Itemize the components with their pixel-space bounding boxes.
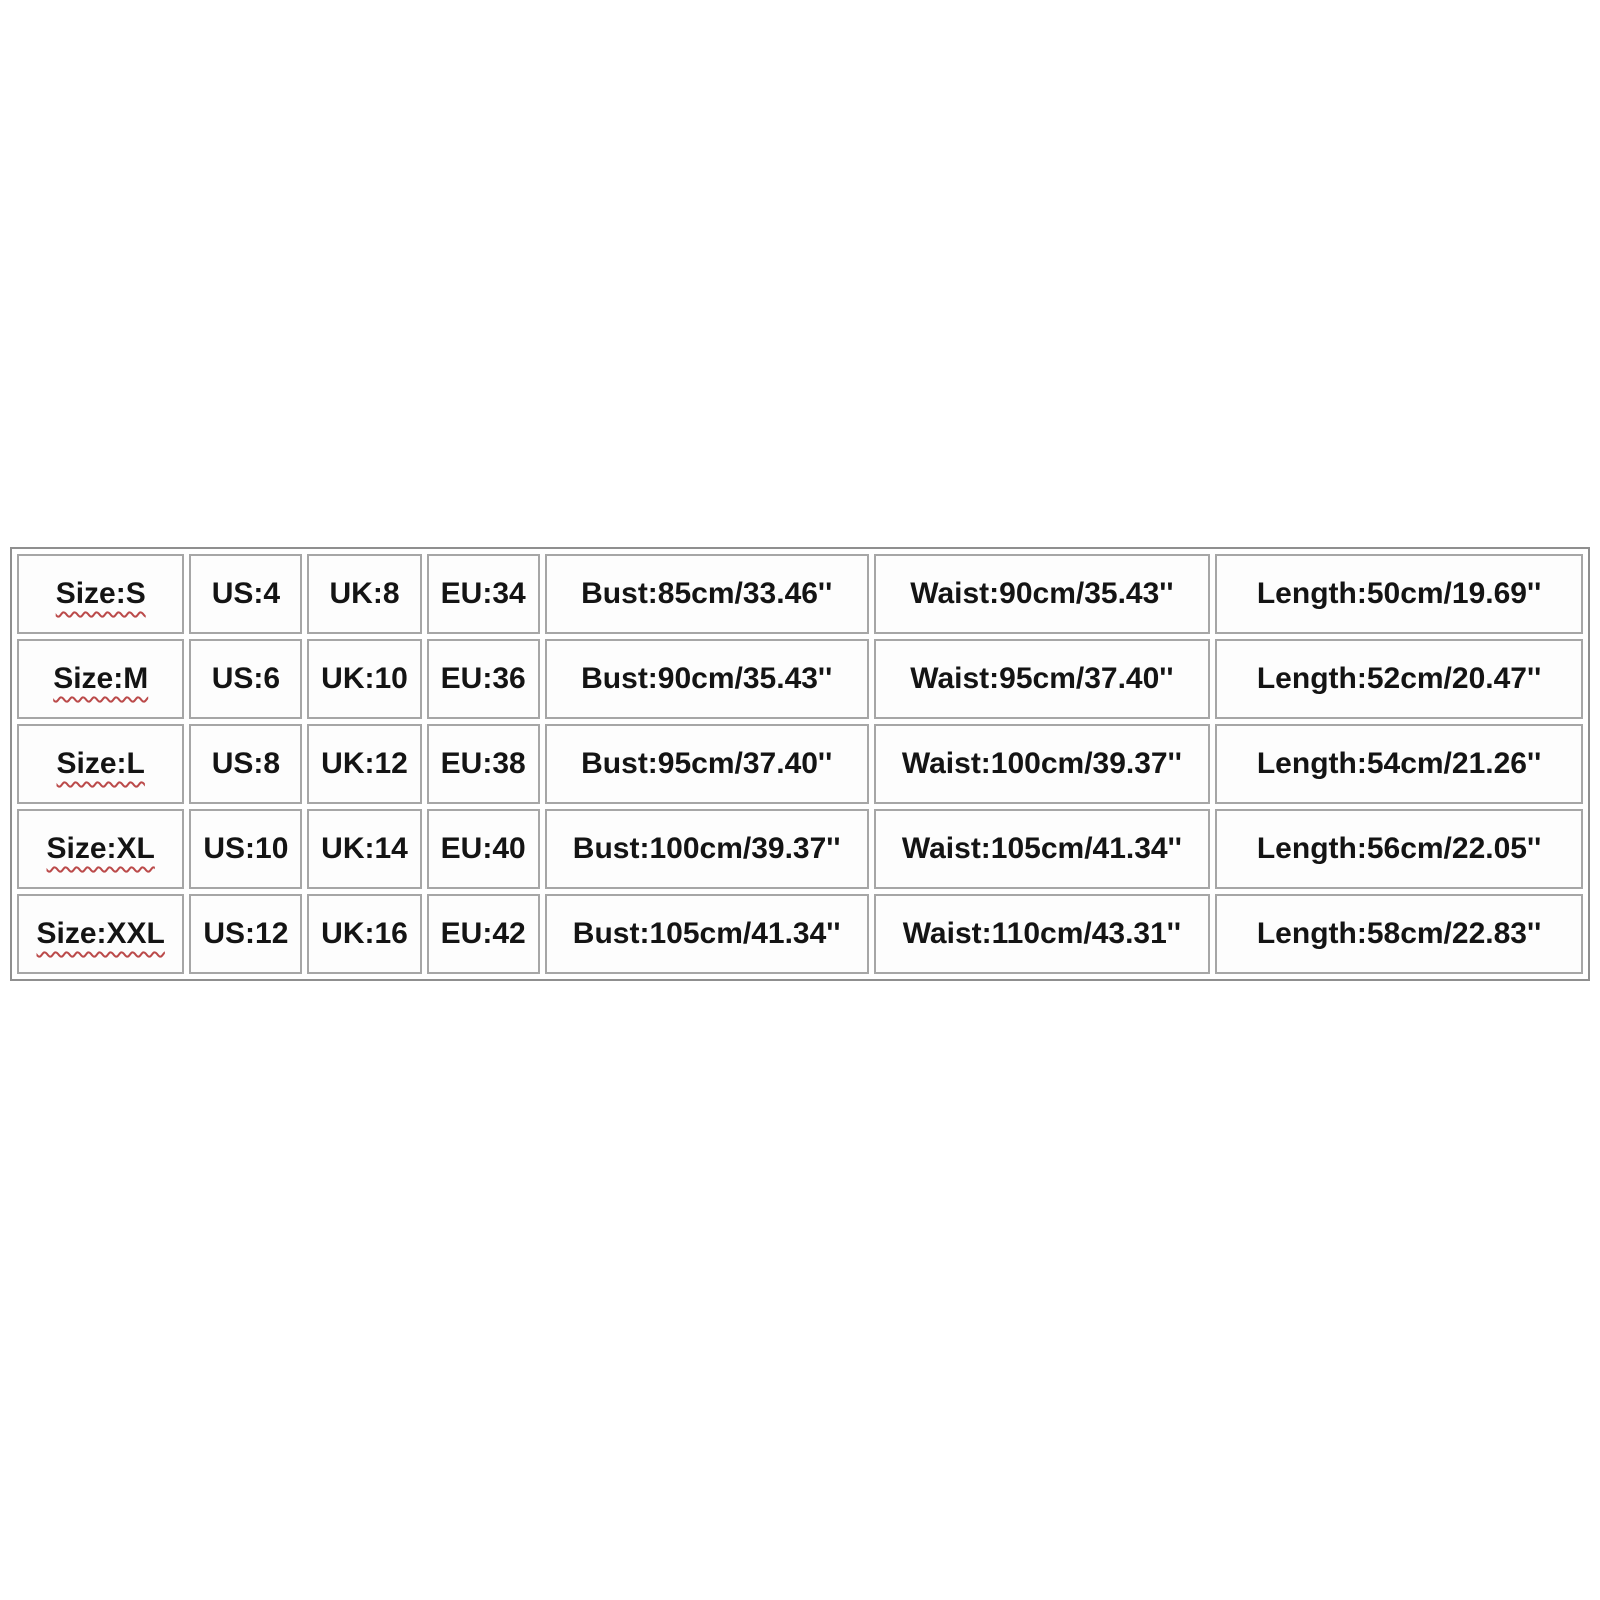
length-value: Length:56cm/22.05''	[1256, 832, 1542, 865]
cell-size: Size:M	[17, 639, 185, 719]
bust-value: Bust:100cm/39.37''	[572, 832, 841, 865]
uk-value: UK:8	[329, 577, 400, 610]
cell-waist: Waist:90cm/35.43''	[873, 554, 1211, 634]
size-label: Size:S	[55, 577, 146, 610]
table-row: Size:M US:6 UK:10 EU:36 Bust:90cm/35.43'' Wai…	[17, 639, 1583, 719]
us-value: US:10	[203, 832, 289, 865]
us-value: US:4	[211, 577, 281, 610]
us-value: US:12	[203, 917, 289, 950]
cell-eu: EU:36	[426, 639, 540, 719]
cell-bust: Bust:100cm/39.37''	[544, 809, 869, 889]
length-value: Length:54cm/21.26''	[1256, 747, 1542, 780]
length-value: Length:58cm/22.83''	[1256, 917, 1542, 950]
cell-uk: UK:16	[307, 894, 422, 974]
cell-us: US:12	[189, 894, 303, 974]
cell-bust: Bust:85cm/33.46''	[544, 554, 869, 634]
cell-uk: UK:8	[307, 554, 422, 634]
cell-size: Size:XXL	[17, 894, 185, 974]
size-label: Size:XXL	[36, 917, 165, 950]
cell-waist: Waist:110cm/43.31''	[873, 894, 1211, 974]
eu-value: EU:42	[440, 917, 526, 950]
size-label: Size:XL	[46, 832, 155, 865]
bust-value: Bust:85cm/33.46''	[581, 577, 833, 610]
cell-waist: Waist:95cm/37.40''	[873, 639, 1211, 719]
cell-eu: EU:42	[426, 894, 540, 974]
bust-value: Bust:95cm/37.40''	[581, 747, 833, 780]
us-value: US:6	[211, 662, 281, 695]
eu-value: EU:34	[440, 577, 526, 610]
size-chart-table: Size:S US:4 UK:8 EU:34 Bust:85cm/33.46'' Wais…	[10, 547, 1590, 981]
eu-value: EU:40	[440, 832, 526, 865]
cell-length: Length:58cm/22.83''	[1215, 894, 1583, 974]
uk-value: UK:14	[321, 832, 408, 865]
cell-bust: Bust:95cm/37.40''	[544, 724, 869, 804]
table-row: Size:S US:4 UK:8 EU:34 Bust:85cm/33.46'' Wais…	[17, 554, 1583, 634]
uk-value: UK:12	[321, 747, 408, 780]
cell-bust: Bust:105cm/41.34''	[544, 894, 869, 974]
table-row: Size:L US:8 UK:12 EU:38 Bust:95cm/37.40'' Wai…	[17, 724, 1583, 804]
cell-size: Size:L	[17, 724, 185, 804]
size-table-body: Size:S US:4 UK:8 EU:34 Bust:85cm/33.46'' Wais…	[17, 554, 1583, 974]
table-row: Size:XL US:10 UK:14 EU:40 Bust:100cm/39.37''…	[17, 809, 1583, 889]
size-label: Size:M	[53, 662, 149, 695]
eu-value: EU:38	[440, 747, 526, 780]
cell-uk: UK:10	[307, 639, 422, 719]
cell-us: US:6	[189, 639, 303, 719]
cell-us: US:4	[189, 554, 303, 634]
length-value: Length:52cm/20.47''	[1256, 662, 1542, 695]
cell-size: Size:S	[17, 554, 185, 634]
waist-value: Waist:110cm/43.31''	[902, 917, 1182, 950]
length-value: Length:50cm/19.69''	[1256, 577, 1542, 610]
cell-us: US:8	[189, 724, 303, 804]
cell-length: Length:56cm/22.05''	[1215, 809, 1583, 889]
cell-length: Length:54cm/21.26''	[1215, 724, 1583, 804]
cell-waist: Waist:100cm/39.37''	[873, 724, 1211, 804]
cell-waist: Waist:105cm/41.34''	[873, 809, 1211, 889]
bust-value: Bust:105cm/41.34''	[572, 917, 841, 950]
table-row: Size:XXL US:12 UK:16 EU:42 Bust:105cm/41.34'…	[17, 894, 1583, 974]
cell-bust: Bust:90cm/35.43''	[544, 639, 869, 719]
eu-value: EU:36	[440, 662, 526, 695]
waist-value: Waist:95cm/37.40''	[910, 662, 1174, 695]
cell-size: Size:XL	[17, 809, 185, 889]
waist-value: Waist:105cm/41.34''	[901, 832, 1182, 865]
cell-length: Length:52cm/20.47''	[1215, 639, 1583, 719]
waist-value: Waist:100cm/39.37''	[901, 747, 1182, 780]
bust-value: Bust:90cm/35.43''	[581, 662, 833, 695]
waist-value: Waist:90cm/35.43''	[910, 577, 1174, 610]
size-label: Size:L	[56, 747, 145, 780]
cell-uk: UK:14	[307, 809, 422, 889]
cell-eu: EU:40	[426, 809, 540, 889]
cell-uk: UK:12	[307, 724, 422, 804]
cell-us: US:10	[189, 809, 303, 889]
cell-eu: EU:34	[426, 554, 540, 634]
uk-value: UK:16	[321, 917, 408, 950]
cell-length: Length:50cm/19.69''	[1215, 554, 1583, 634]
cell-eu: EU:38	[426, 724, 540, 804]
us-value: US:8	[211, 747, 281, 780]
uk-value: UK:10	[321, 662, 408, 695]
